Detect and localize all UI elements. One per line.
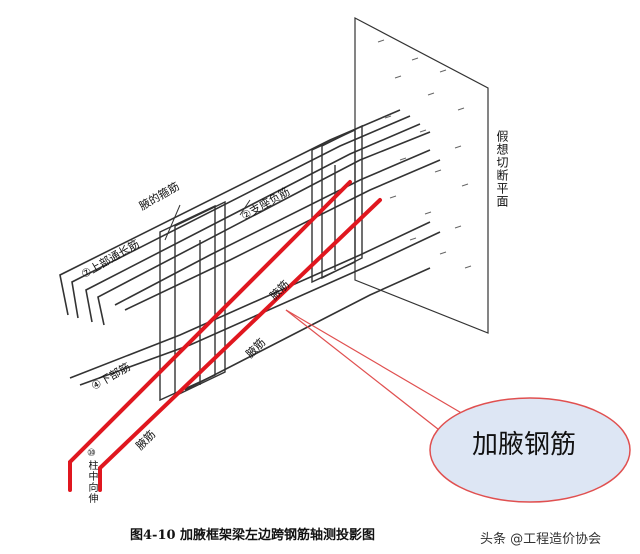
callout-bubble	[429, 397, 631, 503]
leader-lines	[164, 199, 251, 241]
callout-text: 加腋钢筋	[472, 430, 577, 460]
stirrups	[159, 124, 363, 402]
haunch-bar-right	[98, 198, 382, 492]
cut-plane-label: 假想切断平面	[495, 130, 509, 208]
top-bars	[59, 109, 441, 326]
column-axis-label: ⑩柱中向伸	[86, 448, 97, 504]
callout-pointer	[285, 309, 471, 419]
haunch-bars	[68, 180, 382, 492]
figure-caption: 图4-10 加腋框架梁左边跨钢筋轴测投影图	[130, 528, 376, 543]
watermark: 头条 @工程造价协会	[480, 532, 602, 547]
cut-plane	[354, 17, 489, 334]
bottom-bars	[69, 221, 441, 391]
haunch-bar-left	[68, 180, 352, 492]
plane-hatching	[377, 39, 472, 269]
